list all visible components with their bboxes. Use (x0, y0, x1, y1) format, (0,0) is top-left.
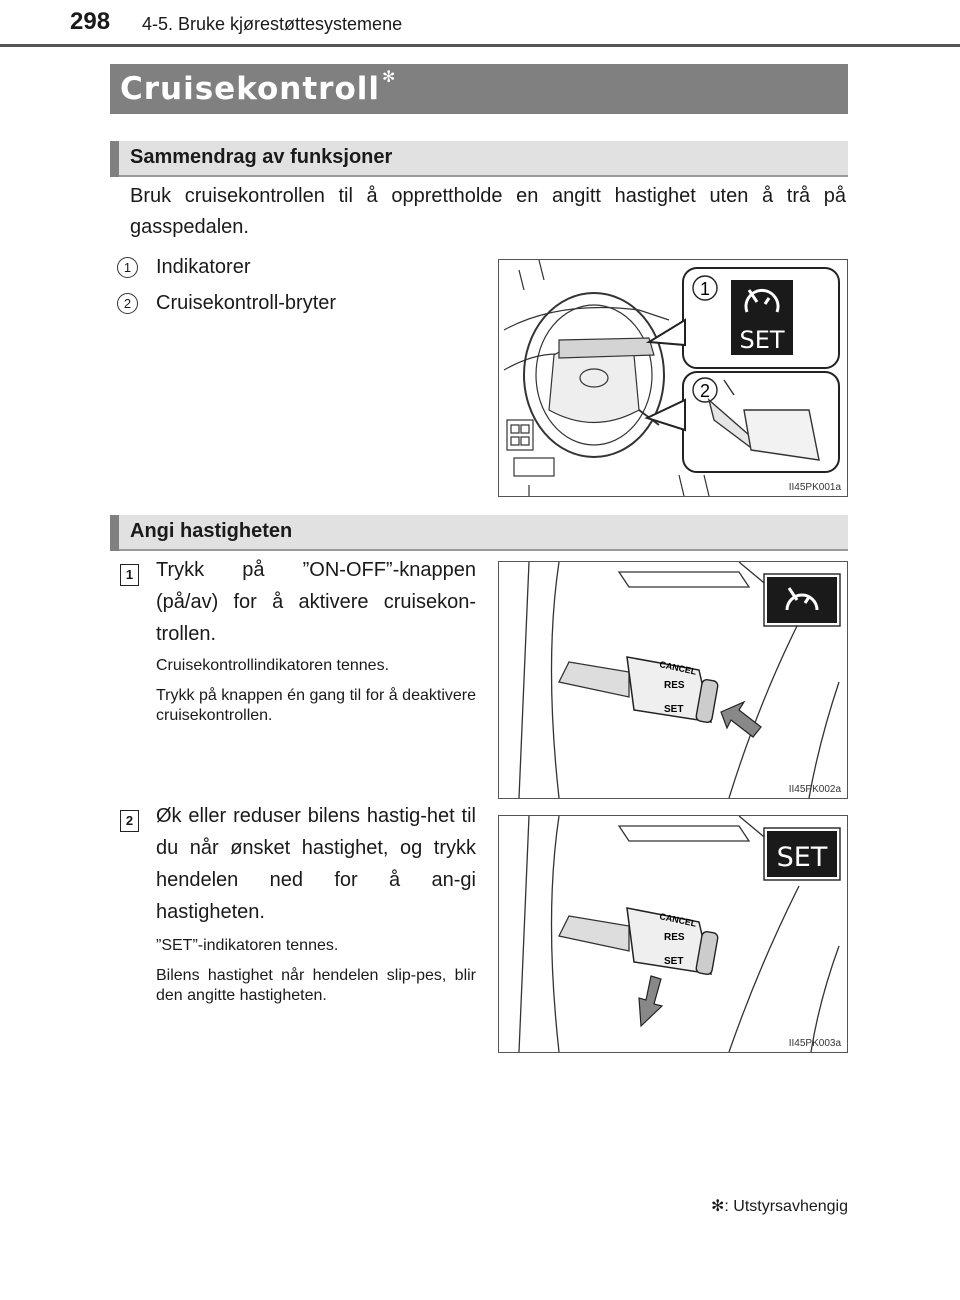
step-number-2: 2 (120, 810, 139, 832)
indicator-display (767, 577, 837, 623)
press-arrow-icon (720, 700, 762, 738)
page-number: 298 (70, 8, 111, 35)
cruise-control-icon (785, 587, 819, 611)
chapter-title: 4-5. Bruke kjørestøttesystemene (142, 14, 403, 34)
section-heading: Angi hastigheten (130, 520, 293, 542)
lever-illustration (707, 379, 820, 461)
lever-set-illustration: CANCEL RES SET SET (518, 816, 841, 1052)
section-tick (110, 141, 119, 177)
cruise-control-icon (744, 289, 780, 313)
figure-code: II45PK002a (788, 784, 841, 795)
figure-set-lever: CANCEL RES SET SET II45PK003a (498, 815, 848, 1053)
section-header-set-speed: Angi hastigheten (110, 515, 848, 551)
footnote-marker: ✻ (710, 1198, 725, 1215)
step-2-text: Øk eller reduser bilens hastig-het til d… (156, 805, 476, 923)
item-number-2: 2 (117, 293, 138, 314)
step-1-note-2: Trykk på knappen én gang til for å deakt… (156, 687, 476, 724)
indicator-display (731, 280, 793, 355)
lever-res-label: RES (664, 680, 685, 691)
figure-on-off-button: CANCEL RES SET II45PK002a (498, 561, 848, 799)
dashboard-illustration: 1 2 SET (503, 260, 840, 496)
set-indicator-text: SET (777, 842, 828, 873)
section-header-summary: Sammendrag av funksjoner (110, 141, 848, 177)
lever-on-off-illustration: CANCEL RES SET (518, 562, 841, 798)
callout-number-1: 1 (700, 279, 710, 299)
item-label-switch: Cruisekontroll-bryter (156, 292, 337, 314)
step-1-note-1: Cruisekontrollindikatoren tennes. (156, 657, 390, 674)
lever-set-label: SET (664, 704, 683, 715)
section-tick (110, 515, 119, 551)
footnote: ✻: Utstyrsavhengig (711, 1196, 848, 1216)
page-title-text: Cruisekontroll (120, 71, 381, 107)
step-1-text: Trykk på ”ON-OFF”-knappen (på/av) for å … (156, 559, 476, 645)
step-2-note-1: ”SET”-indikatoren tennes. (156, 937, 339, 954)
indicator-display (767, 831, 837, 877)
cruise-lever: CANCEL RES SET (626, 907, 719, 975)
page-title-bar: Cruisekontroll✻ (110, 64, 848, 114)
item-number-1: 1 (117, 257, 138, 278)
lever-res-label: RES (664, 932, 685, 943)
push-down-arrow-icon (638, 975, 664, 1028)
cruise-lever: CANCEL RES SET (626, 656, 719, 723)
section-heading: Sammendrag av funksjoner (130, 146, 393, 168)
step-number-1: 1 (120, 564, 139, 586)
item-label-indicators: Indikatorer (156, 256, 251, 278)
summary-intro: Bruk cruisekontrollen til å opprettholde… (130, 185, 846, 238)
set-indicator-text: SET (739, 326, 784, 354)
header-divider (0, 44, 960, 47)
lever-set-label: SET (664, 956, 683, 967)
callout-number-2: 2 (700, 381, 710, 401)
figure-code: II45PK001a (788, 482, 841, 493)
equipment-marker: ✻ (382, 67, 397, 86)
figure-code: II45PK003a (788, 1038, 841, 1049)
footnote-text: : Utstyrsavhengig (724, 1198, 848, 1215)
figure-dashboard-overview: 1 2 SET II45PK001a (498, 259, 848, 497)
step-2-note-2: Bilens hastighet når hendelen slip-pes, … (156, 967, 476, 1004)
page-title: Cruisekontroll✻ (120, 67, 396, 107)
